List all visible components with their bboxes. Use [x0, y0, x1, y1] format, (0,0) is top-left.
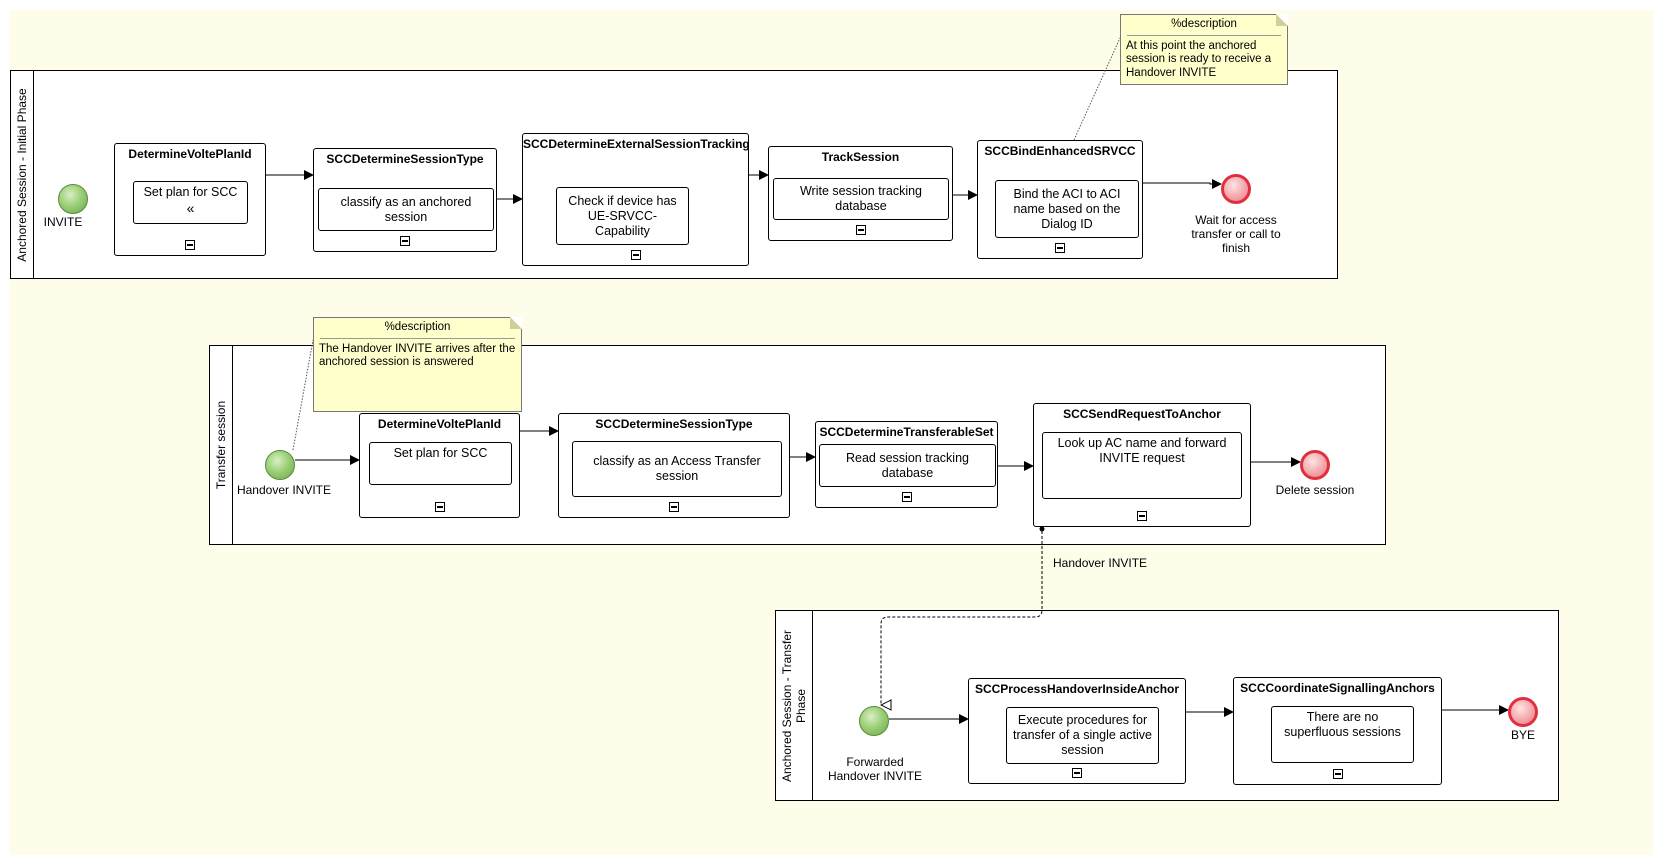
start-event-label: Forwarded Handover INVITE: [827, 755, 923, 783]
subtask-detail[interactable]: Write session tracking database: [773, 178, 949, 220]
note-description-2[interactable]: %description The Handover INVITE arrives…: [313, 317, 522, 412]
message-flow-handover: [881, 531, 1043, 705]
note2-association: [292, 339, 314, 451]
collapse-icon[interactable]: [1072, 768, 1082, 778]
subtask-detail[interactable]: There are no superfluous sessions: [1271, 706, 1414, 763]
start-event-forwarded-handover[interactable]: [859, 706, 889, 736]
end-event-label: BYE: [1510, 728, 1535, 742]
task-title: SCCSendRequestToAnchor: [1063, 407, 1221, 421]
end-event-bye[interactable]: [1508, 697, 1538, 727]
task-scc-determine-transferable-set[interactable]: SCCDetermineTransferableSet Read session…: [815, 421, 998, 508]
subtask-detail[interactable]: Set plan for SCC «: [133, 181, 248, 224]
note-description-1[interactable]: %description At this point the anchored …: [1120, 14, 1288, 85]
task-title: TrackSession: [821, 150, 900, 164]
subtask-detail[interactable]: Look up AC name and forward INVITE reque…: [1042, 432, 1242, 499]
task-title: SCCDetermineTransferableSet: [819, 425, 994, 439]
task-scc-process-handover-inside-anchor[interactable]: SCCProcessHandoverInsideAnchor Execute p…: [968, 678, 1186, 784]
collapse-icon[interactable]: [434, 502, 445, 512]
collapse-icon[interactable]: [185, 240, 195, 250]
task-title: SCCDetermineSessionType: [326, 152, 484, 166]
note-body: At this point the anchored session is re…: [1126, 39, 1272, 79]
start-event-handover-invite[interactable]: [265, 450, 295, 480]
note-fold-icon: [1276, 14, 1288, 26]
task-title: SCCCoordinateSignallingAnchors: [1240, 681, 1435, 695]
task-scc-bind-enhanced-srvcc[interactable]: SCCBindEnhancedSRVCC Bind the ACI to ACI…: [977, 140, 1143, 259]
task-title: SCCBindEnhancedSRVCC: [984, 144, 1136, 158]
message-flow-label: Handover INVITE: [1053, 556, 1148, 570]
collapse-icon[interactable]: [1137, 511, 1147, 521]
note-body: The Handover INVITE arrives after the an…: [319, 342, 516, 369]
note-title: %description: [1127, 15, 1281, 36]
subtask-detail[interactable]: Read session tracking database: [819, 444, 996, 487]
task-title: SCCProcessHandoverInsideAnchor: [974, 682, 1180, 696]
subtask-detail[interactable]: classify as an anchored session: [318, 188, 494, 231]
collapse-icon[interactable]: [901, 492, 912, 502]
task-scc-send-request-to-anchor[interactable]: SCCSendRequestToAnchor Look up AC name a…: [1033, 403, 1251, 527]
collapse-icon[interactable]: [400, 236, 410, 246]
end-event-delete-session[interactable]: [1300, 450, 1330, 480]
task-title: DetermineVoltePlanId: [377, 417, 502, 431]
end-event-label: Delete session: [1275, 483, 1355, 497]
note-fold-icon: [510, 317, 522, 329]
pool-label-band: Anchored Session - Transfer Phase: [776, 611, 813, 800]
task-title: DetermineVoltePlanId: [128, 147, 252, 161]
collapse-icon[interactable]: [669, 502, 679, 512]
pool-label-band: Anchored Session - Initial Phase: [11, 71, 34, 278]
subtask-detail[interactable]: Bind the ACI to ACI name based on the Di…: [995, 180, 1139, 238]
start-event-label: Handover INVITE: [236, 483, 332, 497]
collapse-icon[interactable]: [855, 225, 866, 235]
task-track-session[interactable]: TrackSession Write session tracking data…: [768, 146, 953, 241]
task-title: SCCDetermineExternalSessionTracking: [523, 137, 750, 151]
subtask-detail[interactable]: classify as an Access Transfer session: [572, 441, 782, 497]
collapse-left-icon: «: [186, 200, 195, 216]
end-event-label: Wait for access transfer or call to fini…: [1191, 213, 1281, 255]
start-event-label: INVITE: [43, 215, 83, 229]
collapse-icon[interactable]: [630, 250, 641, 260]
note-title: %description: [320, 318, 515, 339]
end-event-wait[interactable]: [1221, 174, 1251, 204]
pool-label-band: Transfer session: [210, 346, 233, 544]
task-scc-determine-external-session-tracking[interactable]: SCCDetermineExternalSessionTracking Chec…: [522, 133, 750, 266]
task-determine-volte-plan-id-2[interactable]: DetermineVoltePlanId Set plan for SCC: [359, 413, 520, 518]
subtask-text: Set plan for SCC: [143, 185, 238, 199]
subtask-detail[interactable]: Execute procedures for transfer of a sin…: [1006, 707, 1159, 764]
task-scc-determine-session-type[interactable]: SCCDetermineSessionType classify as an a…: [313, 148, 497, 252]
task-scc-coordinate-signalling-anchors[interactable]: SCCCoordinateSignallingAnchors There are…: [1233, 677, 1442, 785]
collapse-icon[interactable]: [1055, 243, 1065, 253]
task-scc-determine-session-type-2[interactable]: SCCDetermineSessionType classify as an A…: [558, 413, 790, 518]
subtask-detail[interactable]: Check if device has UE-SRVCC-Capability: [556, 187, 689, 245]
subtask-detail[interactable]: Set plan for SCC: [369, 442, 512, 485]
flow-initial-5: [1143, 179, 1222, 189]
task-determine-volte-plan-id[interactable]: DetermineVoltePlanId Set plan for SCC «: [114, 143, 266, 256]
collapse-icon[interactable]: [1332, 769, 1343, 779]
task-title: SCCDetermineSessionType: [595, 417, 753, 431]
note1-association: [1073, 37, 1121, 141]
start-event-invite[interactable]: [58, 184, 88, 214]
